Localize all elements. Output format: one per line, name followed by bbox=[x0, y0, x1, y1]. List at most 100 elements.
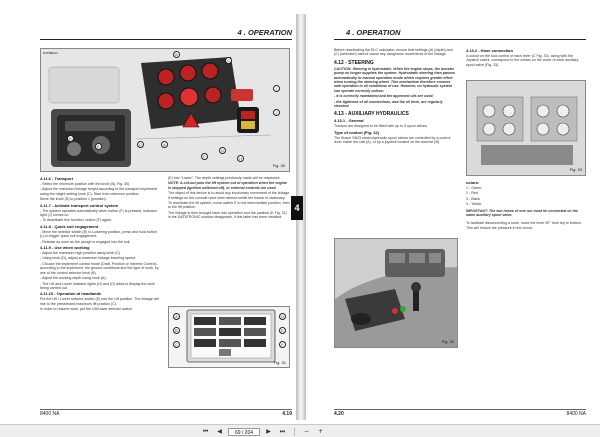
left-column-1: 4.11.6 - Transport - Select the minimum … bbox=[40, 176, 162, 313]
hose-coupling-illustration bbox=[467, 81, 585, 175]
page-header-right: 4 . OPERATION bbox=[334, 28, 586, 40]
color-item-4: 4 - Yellow bbox=[466, 202, 482, 207]
text-caution-steering: CAUTION: Steering is hydrostatic. When t… bbox=[334, 66, 456, 93]
figure-33-hose-couplings: Fig. 33 bbox=[466, 80, 586, 176]
heading-general: 4.13.1 - General bbox=[334, 118, 364, 124]
callout-i: I bbox=[273, 85, 280, 92]
viewer-toolbar: ⏮ ◀ 69 / 204 ▶ ⏭ − + bbox=[0, 424, 600, 437]
callout-31-f: F bbox=[279, 341, 286, 348]
text-note: NOTE: A cut-out puts the lift system out… bbox=[168, 181, 287, 190]
text-disconnect: To facilitate disconnecting a hose, move… bbox=[466, 221, 582, 230]
figure-32-spool-controls: Fig. 32 bbox=[334, 238, 458, 348]
datatronic-illustration bbox=[186, 309, 276, 363]
callout-c: C bbox=[225, 57, 232, 64]
next-page-icon[interactable]: ▶ bbox=[266, 428, 271, 435]
previous-page-icon[interactable]: ◀ bbox=[217, 428, 222, 435]
left-column-2: (E) into "Lower". The depth settings pre… bbox=[168, 176, 290, 221]
figure-32-caption: Fig. 32 bbox=[441, 339, 454, 344]
callout-31-a: A bbox=[173, 313, 180, 320]
page-header-left: 4 . OPERATION bbox=[40, 28, 292, 40]
document-spread: 4 . OPERATION bbox=[10, 14, 592, 420]
zoom-out-icon[interactable]: − bbox=[303, 428, 310, 435]
text-working-5: - The Lift and Lower indicator lights (H… bbox=[40, 281, 155, 290]
callout-j: J bbox=[273, 109, 280, 116]
heading-activate-transport: 4.11.7 - Activate transport control syst… bbox=[40, 202, 119, 208]
page-left: 4 . OPERATION bbox=[10, 14, 296, 420]
heading-hose-connection: 4.13.2 - Hose connection bbox=[466, 48, 513, 53]
color-item-3: 3 - Black bbox=[466, 196, 480, 201]
text-working-2: - Using knob (D), adjust a maximum linka… bbox=[40, 256, 136, 261]
callout-f: F bbox=[201, 153, 208, 160]
heading-steering: 4.12 - STEERING bbox=[334, 59, 374, 66]
text-headlands-2: In order to resume work, put the Lift/Lo… bbox=[40, 307, 133, 312]
page-navigation: ⏮ ◀ 69 / 204 ▶ ⏭ − + bbox=[200, 427, 326, 436]
page-right: 4 . OPERATION Before reactivating the EL… bbox=[306, 14, 592, 420]
callout-31-d: D bbox=[279, 313, 286, 320]
text-transport-2: - Adjust the maximum linkage height acco… bbox=[40, 187, 158, 196]
console-illustration bbox=[41, 49, 289, 171]
figure-33-caption: Fig. 33 bbox=[569, 167, 582, 172]
footer-page-right: 4.20 bbox=[334, 411, 344, 417]
text-general-1: Tractors are designed to be fitted with … bbox=[334, 124, 428, 129]
chapter-tab-marker: 4 bbox=[291, 196, 303, 220]
text-quick-2: - Release as soon as the plough is engag… bbox=[40, 239, 131, 244]
heading-transport: 4.11.6 - Transport bbox=[40, 176, 73, 181]
heading-colors: colors: bbox=[466, 180, 480, 185]
figure-30-tag: D4TBE014 bbox=[43, 51, 58, 55]
heading-type-of-control: Type of control (Fig. 32) bbox=[334, 129, 380, 135]
first-page-icon[interactable]: ⏮ bbox=[202, 428, 209, 435]
text-col2-4: The linkage is then brought back into op… bbox=[168, 210, 287, 220]
figure-30-control-console: D4TBE014 Fig. 30 A B C D E F G H I J K bbox=[40, 48, 290, 172]
callout-31-e: E bbox=[279, 327, 286, 334]
text-col2-2: The object of this device is to avoid an… bbox=[168, 191, 290, 200]
text-activate-2: - To deactivate this function, button (F… bbox=[40, 218, 112, 223]
text-quick-1: - Move the selector switch (E) to Loweri… bbox=[40, 229, 157, 239]
color-item-2: 2 - Red bbox=[466, 191, 478, 196]
text-working-4: - Adjust the working depth using knob (A… bbox=[40, 276, 107, 281]
last-page-icon[interactable]: ⏭ bbox=[279, 428, 286, 435]
callout-g: G bbox=[219, 147, 226, 154]
text-hose-1: A colour on the lock control of each lev… bbox=[466, 54, 579, 67]
text-transport-3: Move the knob (D) to position 1 (positio… bbox=[40, 197, 107, 202]
text-working-1: - Adjust the maximum high position using… bbox=[40, 251, 122, 256]
text-transport-1: - Select the minimum position with the k… bbox=[40, 182, 131, 186]
footer-right: 4.20 8400 NA bbox=[334, 409, 586, 418]
callout-b: B bbox=[173, 51, 180, 58]
toolbar-separator bbox=[294, 427, 295, 436]
heading-use-working: 4.11.9 - Use when working bbox=[40, 245, 90, 251]
callout-31-c: C bbox=[173, 341, 180, 348]
heading-auxiliary-hydraulics: 4.13 - AUXILIARY HYDRAULICS bbox=[334, 111, 409, 118]
text-caution-bullet-1: - it is correctly maintained and the app… bbox=[334, 94, 434, 99]
page-number-input[interactable]: 69 / 204 bbox=[228, 427, 260, 436]
right-column-1: Before reactivating the ELC calculator, … bbox=[334, 48, 458, 146]
figure-31-caption: Fig. 31 bbox=[273, 360, 286, 365]
zoom-in-icon[interactable]: + bbox=[317, 428, 324, 435]
text-caution-bullet-2: - the tightness of all connections, and … bbox=[334, 99, 443, 109]
callout-a: A bbox=[161, 141, 168, 148]
callout-d: D bbox=[137, 141, 144, 148]
callout-31-b: B bbox=[173, 327, 180, 334]
heading-headlands: 4.11.10 - Operation at headlands bbox=[40, 291, 102, 297]
right-column-2-top: 4.13.2 - Hose connection A colour on the… bbox=[466, 48, 586, 68]
footer-model-left: 8400 NA bbox=[40, 411, 60, 417]
figure-30-caption: Fig. 30 bbox=[272, 163, 285, 168]
text-working-3: - Choose the implement control mode (Dra… bbox=[40, 261, 159, 275]
text-important: IMPORTANT: The two hoses of one run must… bbox=[466, 208, 579, 218]
text-type-1: The Bosch SB23 electrohydraulic spool va… bbox=[334, 135, 451, 145]
heading-quick-soil: 4.11.8 - Quick soil engagement bbox=[40, 223, 99, 229]
text-activate-1: - The system operates automatically when… bbox=[40, 208, 157, 218]
callout-h: H bbox=[237, 155, 244, 162]
callout-e: E bbox=[95, 143, 102, 150]
text-col2-3: To reactivate the lift system, move swit… bbox=[168, 201, 290, 210]
text-col2-1: (E) into "Lower". The depth settings pre… bbox=[168, 176, 281, 180]
footer-model-right: 8400 NA bbox=[566, 411, 586, 417]
spool-control-illustration bbox=[335, 239, 457, 347]
right-column-2-bottom: colors: 1 - Green, 2 - Red 3 - Black 4 -… bbox=[466, 180, 586, 231]
footer-page-left: 4.19 bbox=[282, 411, 292, 417]
text-before-reactivating: Before reactivating the ELC calculator, … bbox=[334, 48, 453, 57]
color-item-1: 1 - Green, bbox=[466, 186, 483, 190]
callout-k: K bbox=[67, 135, 74, 142]
figure-31-datatronic-screen: Fig. 31 A B C D E F bbox=[168, 306, 290, 368]
text-headlands-1: Put the Lift / Lower selector switch (E)… bbox=[40, 297, 159, 306]
footer-left: 8400 NA 4.19 bbox=[40, 409, 292, 418]
